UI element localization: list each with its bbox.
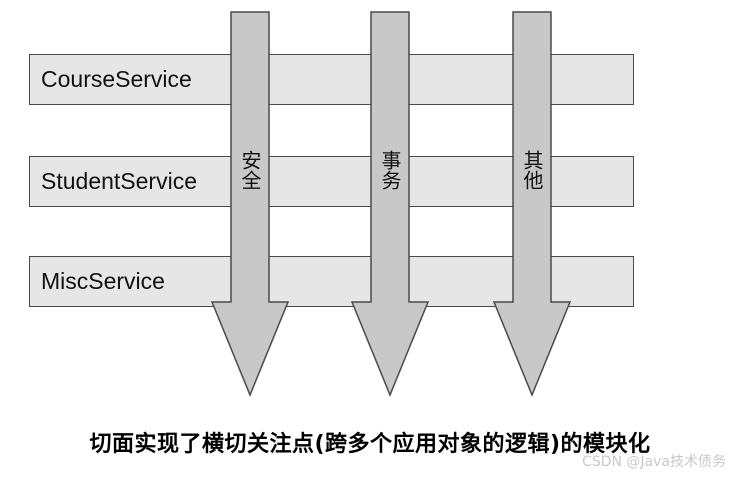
service-label-misc: MiscService (41, 268, 165, 294)
concern-label-transaction: 事务 (378, 150, 402, 190)
concern-arrow-security (210, 11, 290, 397)
figure-caption: 切面实现了横切关注点(跨多个应用对象的逻辑)的模块化 (89, 432, 651, 457)
service-label-student: StudentService (41, 168, 197, 194)
concern-arrow-transaction (350, 11, 430, 397)
concern-label-security: 安全 (238, 150, 262, 190)
watermark: CSDN @Java技术债务 (582, 454, 726, 470)
concern-label-other: 其他 (520, 150, 544, 190)
concern-arrow-other (492, 11, 572, 397)
service-label-course: CourseService (41, 66, 192, 92)
